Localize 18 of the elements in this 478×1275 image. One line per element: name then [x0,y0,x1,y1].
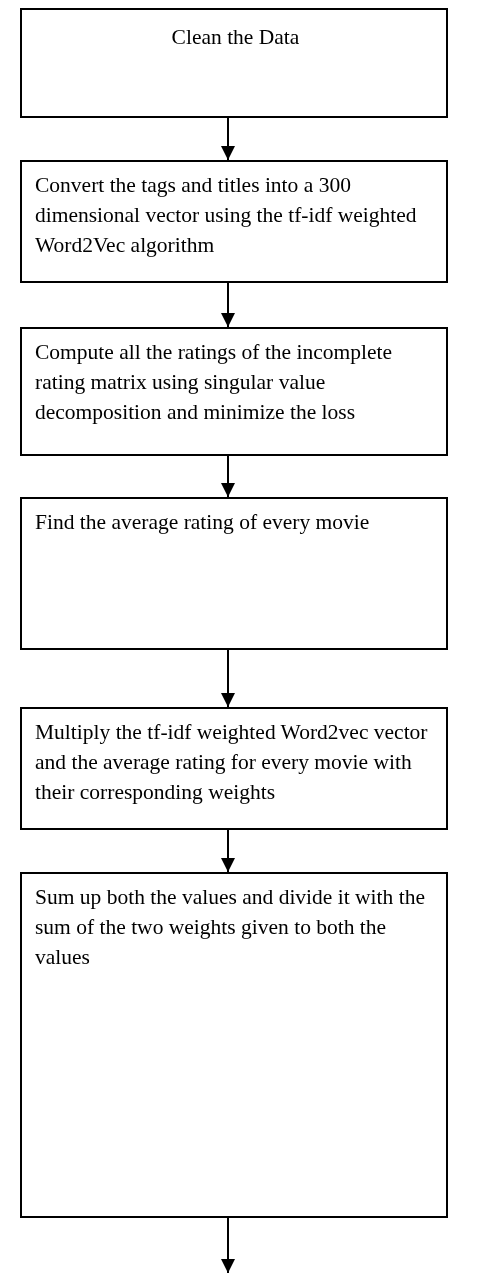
arrow [221,649,235,708]
step-text: Clean the Data [170,24,301,51]
step-text: Sum up both the values and divide it with the sum of the two weights given to both the values [35,884,426,971]
process-box [20,707,448,830]
step-text: Compute all the ratings of the incomplete rating matrix using singular value decomposition and minimize the loss [35,339,394,426]
arrow [221,117,235,161]
process-box [20,160,448,283]
step-text: Find the average rating of every movie [35,509,371,536]
process-box [20,497,448,650]
arrow [221,455,235,498]
step-text: Convert the tags and titles into a 300 dimensional vector using the tf-idf weighted Word2Vec algorithm [35,172,418,259]
process-box [20,327,448,456]
process-box [20,872,448,1218]
process-box [20,8,448,118]
arrow [221,1217,235,1274]
arrow [221,282,235,328]
step-text: Multiply the tf-idf weighted Word2vec vector and the average rating for every movie with their corresponding weights [35,719,429,806]
arrow [221,829,235,873]
